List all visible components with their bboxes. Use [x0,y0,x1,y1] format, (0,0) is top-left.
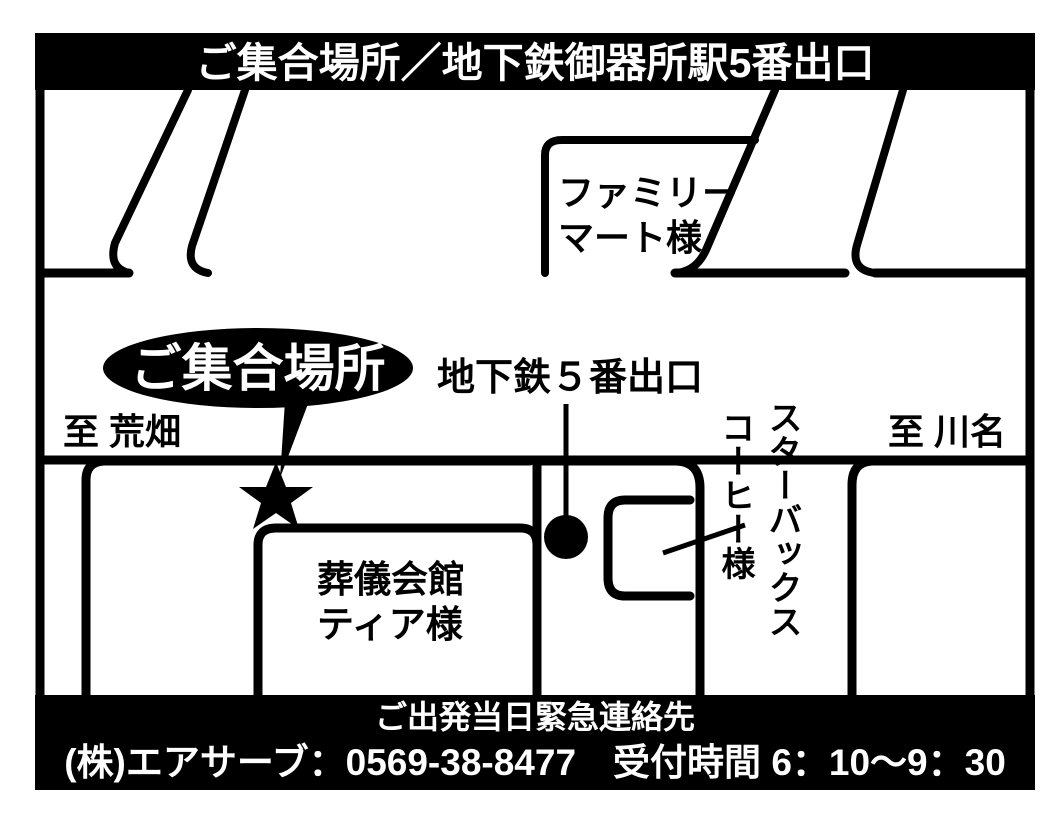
block-lower-left-outline [81,456,535,700]
footer-contact-line: (株)エアサーブ：0569-38-8477 受付時間 6：10〜9：30 [64,741,1006,783]
label-funeral-hall-line1: 葬儀会館 [317,559,465,600]
label-familymart-line1: ファミリー [558,172,738,213]
label-direction-kawana: 至 川名 [888,411,1006,452]
road-diagonal-3 [671,86,779,277]
subway-exit-dot [544,515,588,559]
meeting-point-callout: ご集合場所 [103,328,413,478]
leader-line-starbucks [662,522,746,556]
footer-emergency-label: ご出発当日緊急連絡先 [375,699,695,735]
footer-bar [35,695,1035,790]
meeting-point-star [239,462,313,529]
road-diagonal-2 [186,86,249,277]
label-subway-exit: 地下鉄５番出口 [437,357,703,399]
callout-ellipse [103,328,413,408]
label-direction-arahata: 至 荒畑 [63,411,181,452]
road-diagonal-1 [109,86,192,277]
callout-label: ご集合場所 [130,340,385,397]
header-title: ご集合場所／地下鉄御器所駅5番出口 [196,40,875,86]
block-starbucks-inner-outline [603,495,695,601]
block-starbucks-outer-outline [532,456,705,700]
road-diagonal-4 [851,86,907,277]
label-starbucks-column-1: スターバックス [763,400,801,638]
road-network [35,85,1035,700]
label-starbucks-column-2: コーヒー様 [716,410,755,580]
block-right-outline [847,456,1035,700]
label-funeral-hall-line2: ティア様 [317,604,464,645]
header-bar [35,33,1035,90]
block-familymart-outline [541,136,759,277]
label-familymart-line2: マート様 [558,217,703,258]
